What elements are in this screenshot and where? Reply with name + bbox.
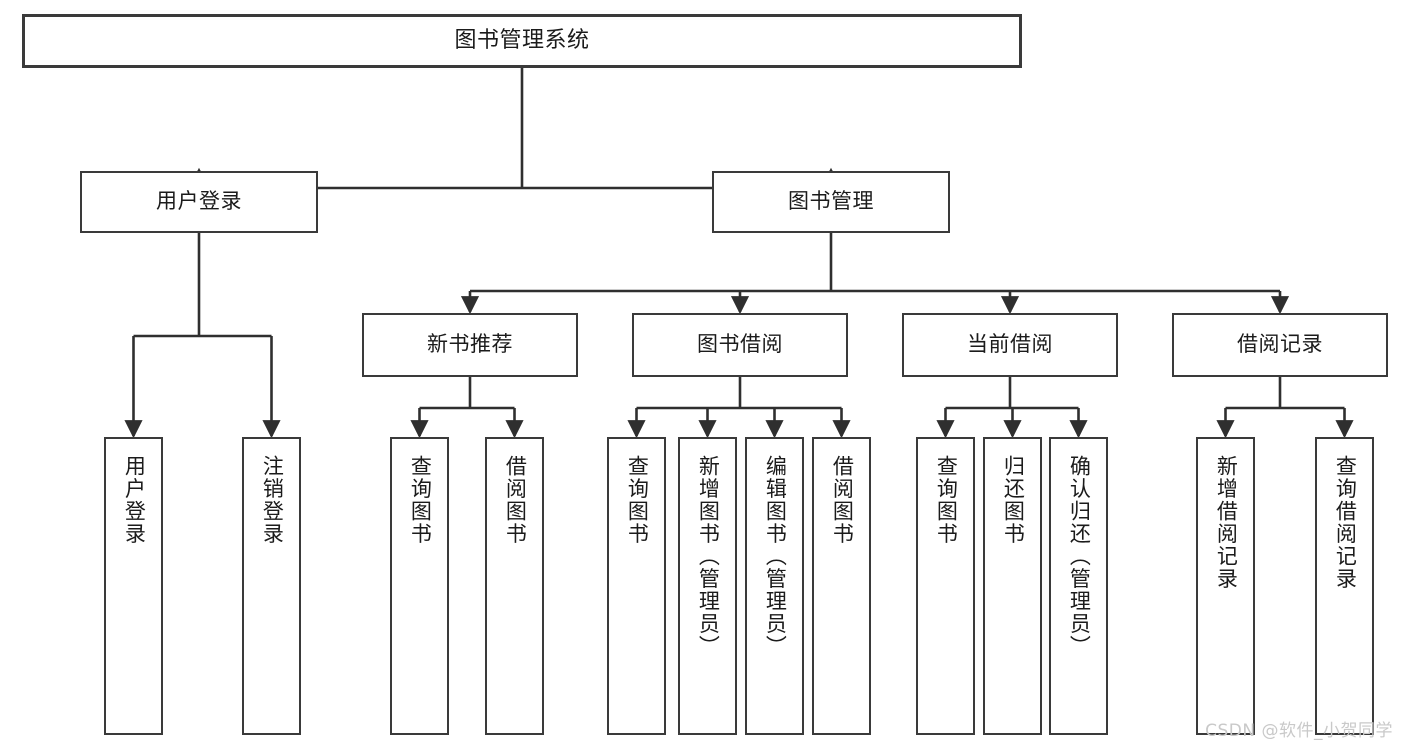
node-label: 新增图书（管理员） [696, 455, 721, 658]
node-leaf-query-record[interactable]: 查询借阅记录 [1315, 437, 1374, 735]
node-label: 借阅图书 [830, 455, 855, 545]
node-label: 查询图书 [934, 455, 959, 545]
node-user-login[interactable]: 用户登录 [80, 171, 318, 233]
node-label: 新书推荐 [427, 332, 513, 357]
node-leaf-borrow-book-1[interactable]: 借阅图书 [485, 437, 544, 735]
node-book-manage[interactable]: 图书管理 [712, 171, 950, 233]
node-current-borrow[interactable]: 当前借阅 [902, 313, 1118, 377]
node-label: 新增借阅记录 [1214, 455, 1239, 590]
node-label: 借阅图书 [503, 455, 528, 545]
node-leaf-add-book[interactable]: 新增图书（管理员） [678, 437, 737, 735]
node-book-borrow[interactable]: 图书借阅 [632, 313, 848, 377]
node-leaf-logout[interactable]: 注销登录 [242, 437, 301, 735]
node-label: 用户登录 [156, 189, 242, 214]
node-leaf-borrow-book-2[interactable]: 借阅图书 [812, 437, 871, 735]
node-root[interactable]: 图书管理系统 [22, 14, 1022, 68]
node-leaf-return-book[interactable]: 归还图书 [983, 437, 1042, 735]
node-leaf-edit-book[interactable]: 编辑图书（管理员） [745, 437, 804, 735]
node-leaf-query-book-2[interactable]: 查询图书 [607, 437, 666, 735]
node-label: 当前借阅 [967, 332, 1053, 357]
node-label: 归还图书 [1001, 455, 1026, 545]
node-label: 图书管理系统 [454, 27, 590, 53]
node-label: 编辑图书（管理员） [763, 455, 788, 658]
node-label: 借阅记录 [1237, 332, 1323, 357]
node-label: 图书管理 [788, 189, 874, 214]
node-leaf-confirm-return[interactable]: 确认归还（管理员） [1049, 437, 1108, 735]
node-borrow-record[interactable]: 借阅记录 [1172, 313, 1388, 377]
node-label: 查询图书 [408, 455, 433, 545]
node-label: 查询借阅记录 [1333, 455, 1358, 590]
node-label: 注销登录 [260, 455, 285, 545]
node-label: 确认归还（管理员） [1067, 455, 1092, 658]
node-leaf-user-login[interactable]: 用户登录 [104, 437, 163, 735]
node-leaf-add-record[interactable]: 新增借阅记录 [1196, 437, 1255, 735]
node-label: 图书借阅 [697, 332, 783, 357]
node-new-book-recommend[interactable]: 新书推荐 [362, 313, 578, 377]
node-leaf-query-book-1[interactable]: 查询图书 [390, 437, 449, 735]
node-leaf-query-book-3[interactable]: 查询图书 [916, 437, 975, 735]
node-label: 用户登录 [122, 455, 147, 545]
node-label: 查询图书 [625, 455, 650, 545]
